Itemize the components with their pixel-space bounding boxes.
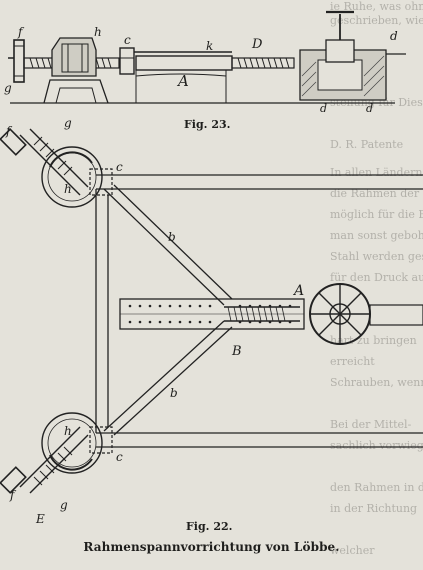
label-B: B xyxy=(231,344,242,359)
label-g-top: g xyxy=(64,116,72,130)
bleed-through-line: möglich für die Einfuhr jeder xyxy=(330,208,423,221)
rod-a-thread xyxy=(227,306,286,322)
spindle-lower xyxy=(0,426,89,494)
label-b-bottom: b xyxy=(170,386,178,400)
bleed-through-line: Schrauben, wenn diese xyxy=(330,376,423,389)
label-b-top: b xyxy=(168,230,176,244)
label-d1-right: d xyxy=(366,102,373,115)
label-h-bottom: h xyxy=(64,424,72,438)
label-A: A xyxy=(292,283,304,299)
bleed-through-line: Stahl werden geschweisst xyxy=(330,250,423,263)
label-f-top: f xyxy=(5,124,13,138)
bleed-through-line: hart zu bringen xyxy=(330,334,417,347)
bleed-through-line: den Rahmen in der xyxy=(330,481,423,494)
bleed-through-line: sachlich vorwiegend xyxy=(330,439,423,452)
label-c-bottom: c xyxy=(116,450,123,464)
label-h-top: h xyxy=(64,182,72,196)
label-d: d xyxy=(390,29,398,43)
rod-d-thread xyxy=(237,57,290,69)
label-A: A xyxy=(176,72,189,90)
bleed-through-line: D. R. Patente xyxy=(330,138,404,151)
label-d1-left: d xyxy=(320,102,327,115)
label-g: g xyxy=(4,81,12,95)
spindle-upper xyxy=(0,128,89,196)
label-E: E xyxy=(35,512,45,526)
label-h: h xyxy=(94,25,102,39)
label-f: f xyxy=(17,25,25,39)
bleed-through-line: ie Ruhe, was ohne grosse Schi xyxy=(330,0,423,13)
label-D: D xyxy=(251,37,263,52)
section-hatching xyxy=(301,55,385,97)
label-f-bottom: f xyxy=(9,488,17,502)
handwheel-right xyxy=(309,283,371,345)
label-k: k xyxy=(206,39,213,53)
bleed-through-line: welcher xyxy=(330,544,375,557)
wheel-lower xyxy=(41,412,103,474)
figure-22-caption: Fig. 22. xyxy=(186,520,233,533)
wheel-upper xyxy=(41,146,103,208)
bleed-through-line: In allen Ländern, in denen xyxy=(330,166,423,179)
label-c: c xyxy=(124,33,131,47)
bleed-through-line: man sonst gebohrt und xyxy=(330,229,423,242)
label-g-bottom: g xyxy=(60,498,68,512)
label-c-top: c xyxy=(116,160,123,174)
bleed-through-line: in der Richtung xyxy=(330,502,418,515)
article-title: Rahmenspannvorrichtung von Löbbe. xyxy=(83,540,340,554)
bleed-through-line: geschrieben, wie xyxy=(330,14,423,27)
bleed-through-line: erreicht xyxy=(330,355,375,368)
bleed-through-line: Bei der Mittel- xyxy=(330,418,412,431)
handwheel-g xyxy=(8,39,25,83)
bleed-through-line: für den Druck auf die xyxy=(330,271,423,284)
figure-22-drawing: f g h c b A B b c h g f E xyxy=(0,116,423,526)
figure-23-drawing: f g h c k D A d d d xyxy=(4,10,406,115)
bleed-through-line: die Rahmen der Fahrzeuge xyxy=(330,187,423,200)
figure-23-caption: Fig. 23. xyxy=(184,118,231,131)
